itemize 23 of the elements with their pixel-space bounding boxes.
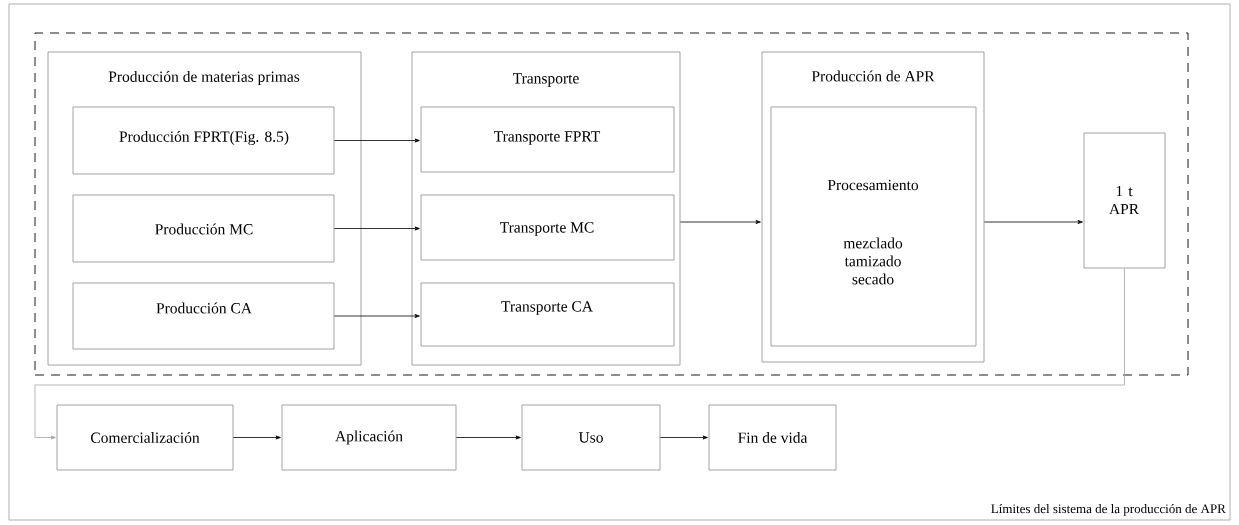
arrow [334, 314, 420, 318]
process-box: Producción FPRT(Fig. 8.5) [72, 106, 335, 175]
arrow [233, 435, 281, 440]
process-box: Producción MC [72, 194, 335, 263]
arrow [334, 226, 420, 231]
process-box: 1 t APR [1083, 132, 1166, 269]
arrow [660, 435, 708, 440]
boundary-caption: Límites del sistema de la producción de APR [991, 504, 1226, 516]
dashed-boundary-box [34, 32, 1189, 376]
process-box: Producción CA [72, 282, 335, 350]
process-box: Aplicación [281, 404, 457, 471]
process-box: Uso [521, 404, 661, 471]
process-box: Transporte MC [420, 194, 675, 261]
process-box: Procesamiento mezclado tamizado secado [770, 106, 977, 347]
process-box: Transporte FPRT [420, 106, 675, 173]
arrow [984, 220, 1083, 224]
process-box: Transporte CA [420, 282, 675, 347]
arrow [456, 435, 521, 440]
process-box: Comercialización [56, 404, 234, 471]
arrow [334, 138, 420, 143]
process-box: Fin de vida [708, 404, 837, 471]
arrow [34, 268, 1125, 440]
arrow [680, 220, 761, 224]
